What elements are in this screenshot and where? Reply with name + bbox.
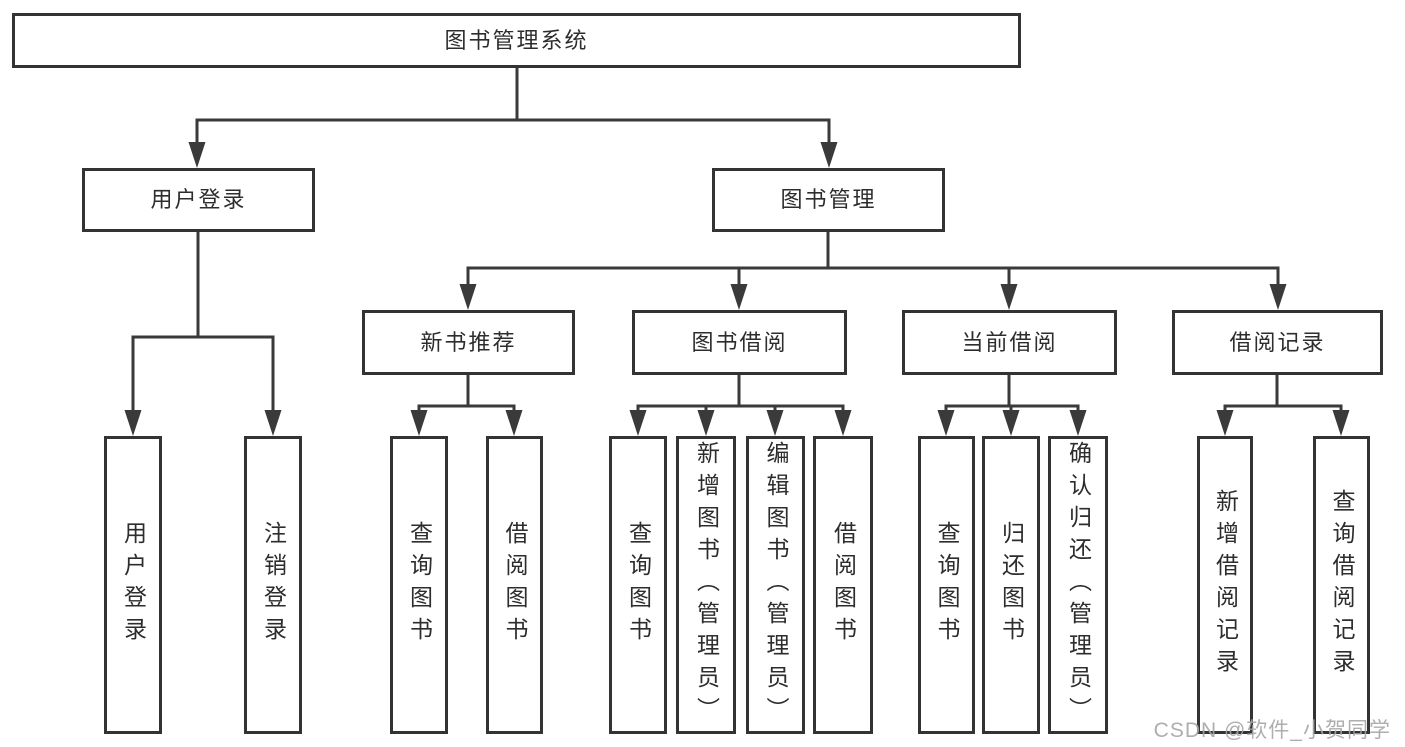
leaf-query-borrow-record: 查询借阅记录 [1313,436,1370,734]
leaf-edit-book-admin: 编辑图书（管理员） [746,436,805,734]
node-borrow-records: 借阅记录 [1172,310,1383,375]
connector-lines [131,68,1343,430]
node-root: 图书管理系统 [12,13,1021,68]
leaf-return-book: 归还图书 [982,436,1040,734]
leaf-borrow-books: 借阅图书 [813,436,873,734]
leaf-confirm-return-admin: 确认归还（管理员） [1048,436,1108,734]
arrowheads [124,142,1350,436]
watermark: CSDN @软件_小贺同学 [1153,719,1391,742]
leaf-logout: 注销登录 [244,436,302,734]
leaf-borrow-books-recommend: 借阅图书 [486,436,543,734]
node-book-borrow: 图书借阅 [632,310,847,375]
leaf-add-borrow-record: 新增借阅记录 [1197,436,1253,734]
node-current-borrow: 当前借阅 [902,310,1117,375]
node-new-book-recommend: 新书推荐 [362,310,575,375]
node-user-login: 用户登录 [82,168,315,232]
leaf-query-books-current: 查询图书 [918,436,975,734]
leaf-user-login: 用户登录 [104,436,162,734]
leaf-query-books-recommend: 查询图书 [390,436,448,734]
node-book-management: 图书管理 [712,168,945,232]
leaf-add-book-admin: 新增图书（管理员） [676,436,736,734]
leaf-query-books-borrow: 查询图书 [609,436,667,734]
